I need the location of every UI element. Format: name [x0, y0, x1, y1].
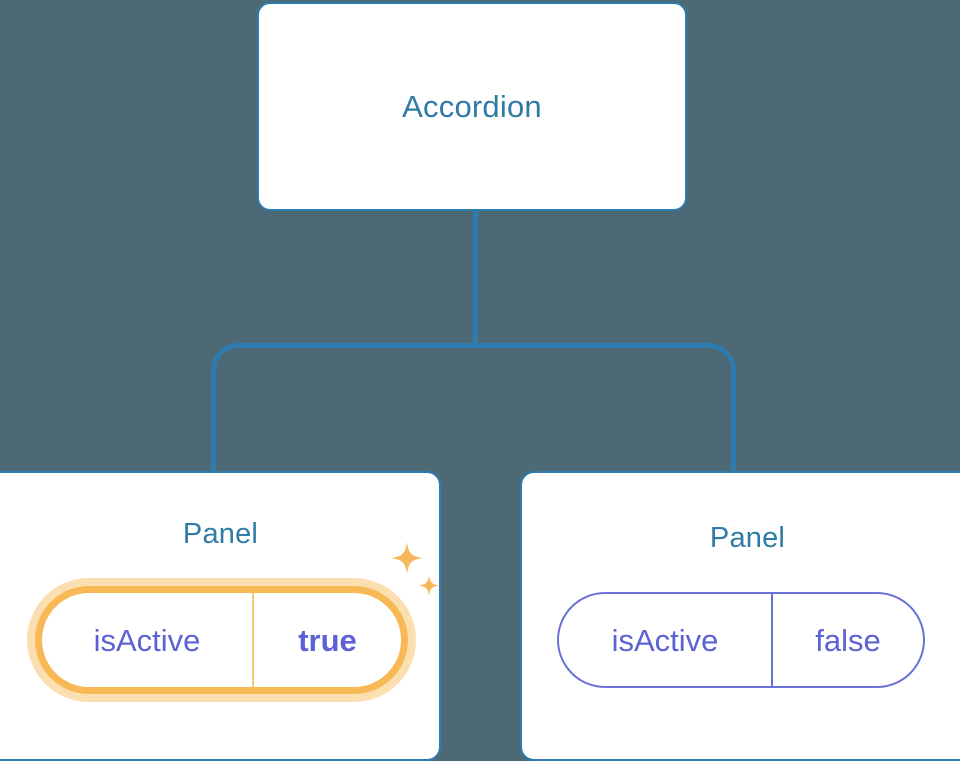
- node-accordion-title: Accordion: [402, 89, 542, 124]
- prop-pill-isactive-false[interactable]: isActive false: [557, 592, 925, 688]
- prop-pill-value: true: [298, 622, 357, 658]
- prop-pill-isactive-true[interactable]: isActive true: [35, 586, 408, 694]
- node-panel-inactive-title: Panel: [709, 522, 786, 554]
- prop-pill-key: isActive: [42, 593, 254, 687]
- prop-pill-key: isActive: [559, 594, 773, 686]
- node-panel-inactive-title-wrap: Panel: [522, 524, 960, 553]
- node-panel-active-title-wrap: Panel: [0, 520, 439, 549]
- node-panel-inactive-body: Panel isActive false: [522, 473, 960, 759]
- connector-branch-left: [211, 343, 476, 473]
- connector-branch-right: [475, 342, 736, 473]
- node-panel-active-body: Panel isActive true: [0, 473, 439, 759]
- node-accordion[interactable]: Accordion: [257, 2, 687, 211]
- node-panel-active-title: Panel: [182, 518, 259, 550]
- node-panel-inactive[interactable]: Panel isActive false: [520, 471, 960, 761]
- node-panel-active[interactable]: Panel isActive true: [0, 471, 441, 761]
- prop-pill-value: false: [815, 622, 881, 658]
